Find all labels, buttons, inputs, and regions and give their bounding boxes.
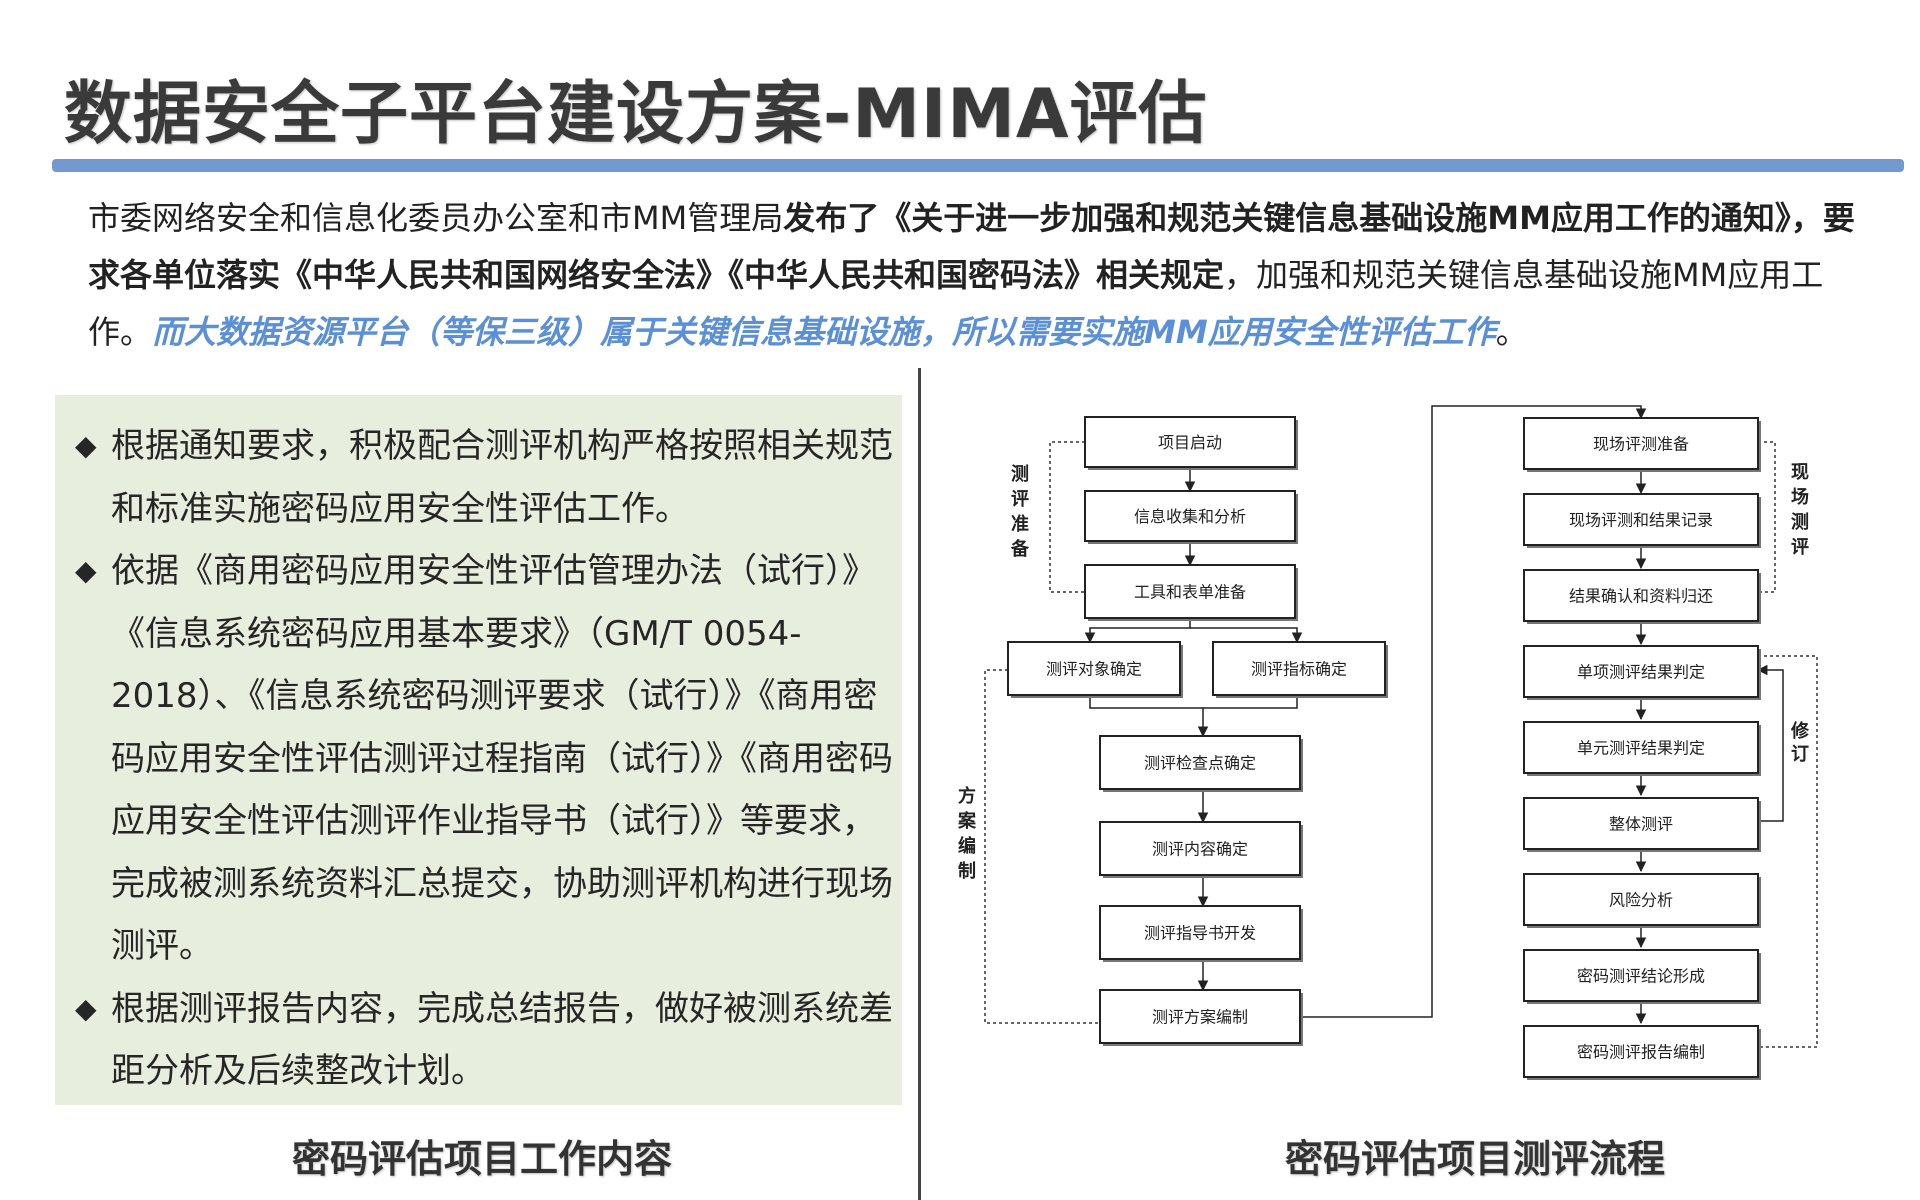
flow-step-label: 测评内容确定 xyxy=(1152,840,1248,859)
bullet-text: 根据测评报告内容，完成总结报告，做好被测系统差距分析及后续整改计划。 xyxy=(111,988,893,1092)
flow-step-prep: 现场评测准备 xyxy=(1523,417,1761,472)
phase-label-scheme: 方案编制 xyxy=(957,785,977,882)
flow-step-label: 整体测评 xyxy=(1609,815,1673,834)
svg-text:方: 方 xyxy=(958,785,976,807)
svg-text:订: 订 xyxy=(1791,744,1809,765)
title-underline xyxy=(52,159,1904,172)
flow-step-label: 现场评测准备 xyxy=(1593,435,1689,454)
flow-step-unit: 单元测评结果判定 xyxy=(1523,721,1761,776)
svg-text:编: 编 xyxy=(958,835,976,857)
svg-text:测: 测 xyxy=(1011,463,1029,485)
work-content-panel xyxy=(55,395,902,1105)
bullet-list: ◆ 根据通知要求，积极配合测评机构严格按照相关规范和标准实施密码应用安全性评估工… xyxy=(75,415,905,1103)
svg-text:测: 测 xyxy=(1791,511,1809,533)
flow-step-report: 密码测评报告编制 xyxy=(1523,1025,1761,1080)
svg-text:修: 修 xyxy=(1790,720,1810,742)
svg-text:评: 评 xyxy=(1011,489,1029,510)
flow-step-label: 测评对象确定 xyxy=(1046,660,1142,679)
flow-step-label: 测评检查点确定 xyxy=(1144,754,1256,773)
bullet-item: ◆ 根据测评报告内容，完成总结报告，做好被测系统差距分析及后续整改计划。 xyxy=(75,978,905,1103)
left-caption: 密码评估项目工作内容 xyxy=(292,1137,673,1181)
bullet-text: 依据《商用密码应用安全性评估管理办法（试行）》《信息系统密码应用基本要求》（GM… xyxy=(111,551,893,966)
diamond-bullet-icon: ◆ xyxy=(75,429,97,462)
flow-step-label: 测评方案编制 xyxy=(1152,1008,1248,1027)
flow-step-label: 测评指导书开发 xyxy=(1144,924,1256,943)
flow-step-indicator: 测评指标确定 xyxy=(1212,641,1388,698)
intro-highlight: 而大数据资源平台（等保三级）属于关键信息基础设施，所以需要实施MM应用安全性评估… xyxy=(152,313,1496,351)
svg-text:准: 准 xyxy=(1011,513,1029,535)
flow-step-label: 结果确认和资料归还 xyxy=(1569,587,1713,606)
flow-step-conclusion: 密码测评结论形成 xyxy=(1523,949,1761,1004)
flow-step-guide: 测评指导书开发 xyxy=(1099,905,1303,962)
flow-step-confirm: 结果确认和资料归还 xyxy=(1523,569,1761,624)
svg-text:制: 制 xyxy=(958,861,976,882)
intro-text-1: 市委网络安全和信息化委员办公室和市MM管理局 xyxy=(88,199,784,237)
flow-step-label: 单项测评结果判定 xyxy=(1577,663,1705,682)
intro-text-5: 。 xyxy=(1495,313,1528,351)
flow-step-single: 单项测评结果判定 xyxy=(1523,645,1761,700)
flow-step-label: 工具和表单准备 xyxy=(1134,583,1246,602)
flow-step-start: 项目启动 xyxy=(1084,416,1298,470)
right-process-column: 现场评测准备现场评测和结果记录结果确认和资料归还单项测评结果判定单元测评结果判定… xyxy=(1523,417,1761,1080)
intro-paragraph: 市委网络安全和信息化委员办公室和市MM管理局发布了《关于进一步加强和规范关键信息… xyxy=(88,190,1878,361)
svg-text:场: 场 xyxy=(1791,487,1809,508)
flow-step-label: 现场评测和结果记录 xyxy=(1569,511,1713,530)
flow-step-collect: 信息收集和分析 xyxy=(1084,490,1298,544)
bullet-text: 根据通知要求，积极配合测评机构严格按照相关规范和标准实施密码应用安全性评估工作。 xyxy=(111,426,893,529)
phase-label-onsite: 现场测评 xyxy=(1791,462,1809,558)
flow-step-tools: 工具和表单准备 xyxy=(1084,564,1298,621)
right-caption: 密码评估项目测评流程 xyxy=(1285,1137,1666,1181)
flow-step-label: 风险分析 xyxy=(1609,891,1673,910)
vertical-divider xyxy=(918,368,921,1200)
flow-step-label: 项目启动 xyxy=(1158,433,1222,452)
flow-step-label: 密码测评结论形成 xyxy=(1577,967,1705,986)
flow-step-content: 测评内容确定 xyxy=(1099,821,1303,878)
flow-step-risk: 风险分析 xyxy=(1523,873,1761,928)
flow-step-record: 现场评测和结果记录 xyxy=(1523,493,1761,548)
page-title: 数据安全子平台建设方案-MIMA评估 xyxy=(64,75,1208,154)
flow-step-overall: 整体测评 xyxy=(1523,797,1761,852)
phase-labels: 测评准备方案编制现场测评修订分析与报告编制 xyxy=(957,462,1810,882)
diamond-bullet-icon: ◆ xyxy=(75,554,97,587)
flow-step-object: 测评对象确定 xyxy=(1007,641,1183,698)
diamond-bullet-icon: ◆ xyxy=(75,991,97,1025)
intro-text-3: ，加强和规范关键信息基础设施MM应用工作。 xyxy=(88,256,1824,351)
phase-brackets xyxy=(984,441,1818,1048)
flow-step-label: 测评指标确定 xyxy=(1251,660,1347,679)
flow-step-label: 单元测评结果判定 xyxy=(1577,739,1705,758)
flow-step-checkpoint: 测评检查点确定 xyxy=(1099,735,1303,792)
intro-text-2: 发布了《关于进一步加强和规范关键信息基础设施MM应用工作的通知》，要求各单位落实… xyxy=(88,199,1855,294)
svg-text:现: 现 xyxy=(1791,462,1809,483)
bullet-item: ◆ 依据《商用密码应用安全性评估管理办法（试行）》《信息系统密码应用基本要求》（… xyxy=(75,540,905,978)
svg-text:备: 备 xyxy=(1010,538,1030,560)
flow-step-label: 信息收集和分析 xyxy=(1134,507,1246,526)
flow-connectors xyxy=(1084,405,1784,1025)
bullet-item: ◆ 根据通知要求，积极配合测评机构严格按照相关规范和标准实施密码应用安全性评估工… xyxy=(75,415,905,540)
phase-label-revise: 修订 xyxy=(1790,720,1810,765)
svg-text:评: 评 xyxy=(1791,537,1809,558)
svg-text:案: 案 xyxy=(957,810,977,832)
flow-step-plan: 测评方案编制 xyxy=(1099,989,1303,1046)
flow-step-label: 密码测评报告编制 xyxy=(1577,1043,1705,1062)
